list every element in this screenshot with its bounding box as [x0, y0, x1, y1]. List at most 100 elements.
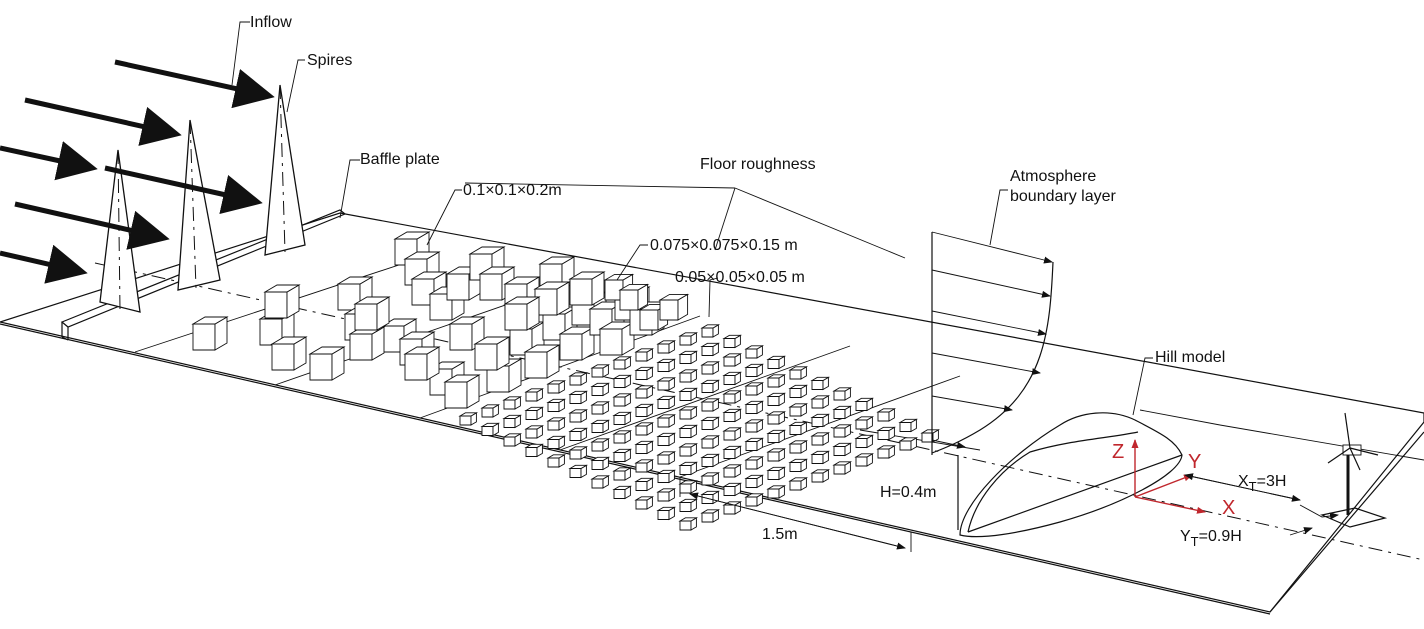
inflow-arrows [0, 59, 275, 284]
small-block [590, 401, 611, 415]
small-block [634, 366, 655, 381]
small-block [744, 419, 765, 433]
small-block [568, 372, 589, 386]
small-block [546, 435, 567, 450]
small-block [590, 364, 611, 378]
small-block [612, 356, 633, 370]
small-block [744, 363, 765, 378]
small-block [766, 355, 787, 370]
large-block [308, 346, 346, 381]
small-block [700, 342, 721, 357]
small-block [832, 442, 853, 457]
small-block [524, 425, 545, 439]
small-block [832, 387, 853, 401]
small-block [722, 408, 743, 423]
small-block [744, 345, 765, 359]
small-block [722, 427, 743, 441]
baffle-plate-label: Baffle plate [360, 151, 440, 168]
small-block [656, 395, 677, 410]
hill-model [959, 412, 1183, 538]
floor-roughness-label: Floor roughness [700, 156, 816, 173]
spire-3 [264, 84, 306, 256]
small-block [502, 396, 523, 410]
large-block [263, 284, 301, 319]
small-block [568, 446, 589, 460]
small-block [678, 498, 699, 513]
large-block [270, 336, 308, 371]
small-block [766, 411, 787, 425]
small-block [590, 438, 611, 452]
small-block [458, 412, 479, 426]
spires-label: Spires [307, 52, 352, 69]
small-block [546, 454, 567, 468]
hill-model-label: Hill model [1155, 349, 1225, 366]
abl-profile [931, 231, 1054, 455]
small-block [832, 405, 853, 420]
small-block [898, 437, 919, 451]
small-block [656, 451, 677, 465]
small-block [700, 361, 721, 375]
small-block [788, 477, 809, 491]
small-block [722, 445, 743, 460]
length-dimension [679, 477, 912, 552]
medium-block [658, 293, 690, 321]
small-block [590, 419, 611, 434]
small-block [722, 334, 743, 349]
small-block [678, 461, 699, 476]
small-block [788, 384, 809, 399]
block-medium-label: 0.075×0.075×0.15 m [650, 237, 798, 254]
small-block [700, 490, 721, 505]
wind-turbine [1320, 412, 1388, 528]
block-large-label: 0.1×0.1×0.2m [463, 182, 562, 199]
small-block [920, 429, 941, 443]
small-block [700, 379, 721, 394]
small-block [656, 469, 677, 484]
small-block [722, 371, 743, 386]
small-block [656, 377, 677, 391]
small-block [480, 422, 501, 437]
large-block [503, 296, 541, 331]
axis-x-label: X [1222, 497, 1235, 519]
large-block [353, 296, 391, 331]
small-block [700, 435, 721, 449]
small-block [656, 414, 677, 428]
small-roughness-blocks [458, 324, 941, 531]
small-block [898, 418, 919, 433]
large-block [523, 344, 561, 379]
axis-y-label: Y [1188, 451, 1201, 473]
small-block [810, 376, 831, 391]
large-block [533, 281, 571, 316]
small-block [854, 397, 875, 412]
small-block [744, 382, 765, 396]
small-block [612, 374, 633, 389]
small-block [744, 400, 765, 415]
large-block [558, 326, 596, 361]
small-block [656, 432, 677, 447]
length-label: 1.5m [762, 526, 798, 543]
small-block [524, 443, 545, 458]
small-block [678, 424, 699, 439]
small-block [568, 427, 589, 442]
small-block [590, 475, 611, 489]
small-block [546, 398, 567, 413]
small-block [744, 474, 765, 489]
large-block [348, 326, 386, 361]
axes: Z Y X [1112, 439, 1235, 519]
large-block [191, 316, 229, 351]
small-block [612, 485, 633, 500]
spire-2 [177, 119, 221, 291]
small-block [810, 395, 831, 409]
small-block [810, 450, 831, 465]
medium-roughness-blocks [603, 273, 690, 331]
small-block [722, 501, 743, 515]
small-block [502, 414, 523, 429]
small-block [590, 456, 611, 471]
small-block [788, 440, 809, 454]
small-block [700, 472, 721, 486]
small-block [678, 443, 699, 457]
small-block [700, 324, 721, 338]
small-block [744, 456, 765, 470]
small-block [810, 432, 831, 446]
small-block [678, 517, 699, 531]
